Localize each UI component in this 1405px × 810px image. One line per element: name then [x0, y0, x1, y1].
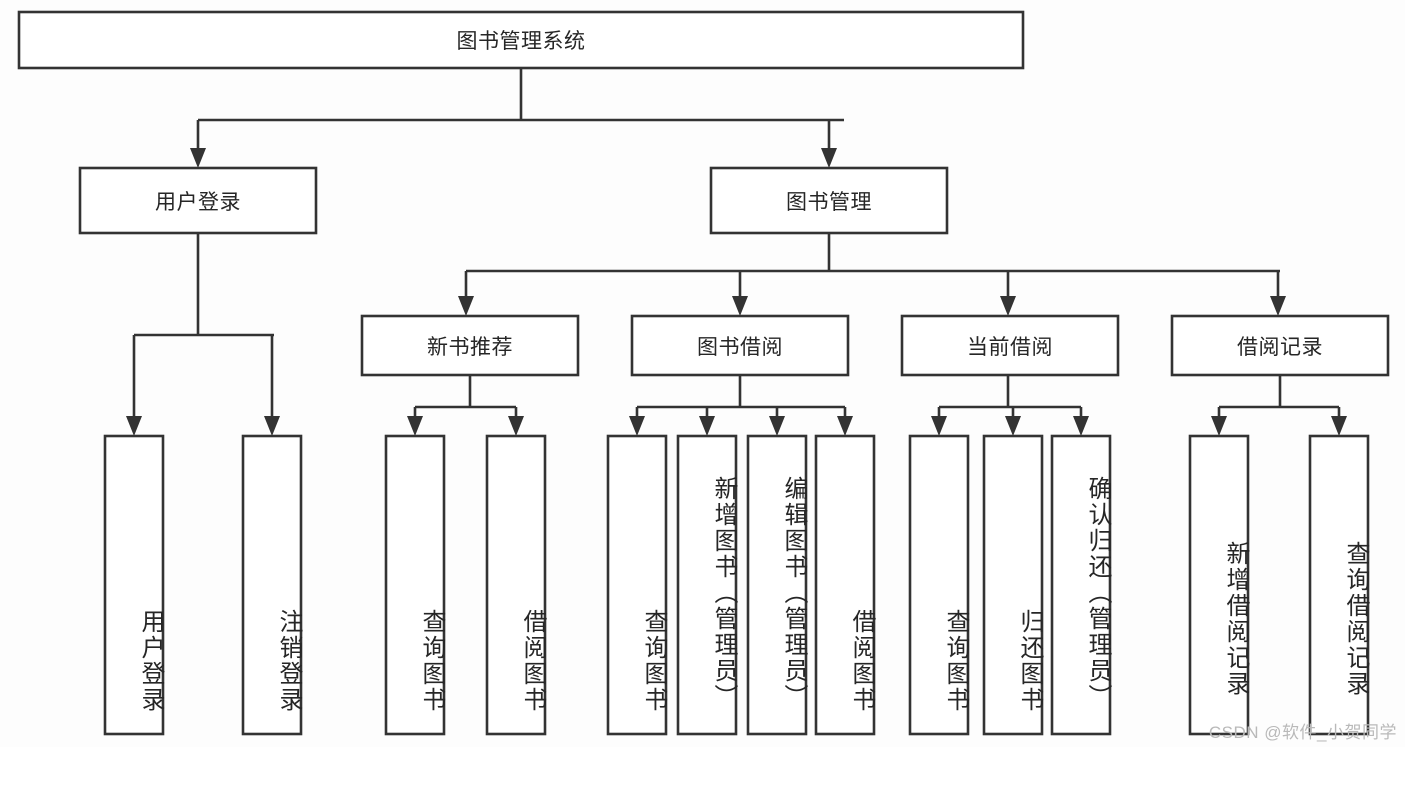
node-box-leaf-edit-book[interactable]	[746, 434, 808, 736]
node-box-new-book-recommend[interactable]	[360, 314, 580, 377]
node-box-leaf-query-record[interactable]	[1308, 434, 1370, 736]
node-box-leaf-return-book[interactable]	[982, 434, 1044, 736]
node-box-leaf-borrow-book-1[interactable]	[485, 434, 547, 736]
connector-bookborrow-to-leaves	[629, 375, 853, 436]
node-box-leaf-query-book-3[interactable]	[908, 434, 970, 736]
connector-userlogin-to-leaves	[126, 233, 280, 436]
connector-currentborrow-to-leaves	[931, 375, 1089, 436]
connector-root-to-level1	[190, 68, 844, 168]
connector-newbook-to-leaves	[407, 375, 524, 436]
node-box-leaf-confirm-return[interactable]	[1050, 434, 1112, 736]
node-box-root[interactable]	[17, 10, 1025, 70]
node-box-book-manage[interactable]	[709, 166, 949, 235]
node-box-leaf-add-record[interactable]	[1188, 434, 1250, 736]
node-box-leaf-borrow-book-2[interactable]	[814, 434, 876, 736]
connector-bookmanage-to-level2	[458, 233, 1286, 316]
node-box-leaf-add-book[interactable]	[676, 434, 738, 736]
diagram-canvas	[17, 10, 1390, 736]
org-chart-diagram: 图书管理系统 用户登录 图书管理 新书推荐 图书借阅 当前借阅 借阅记录 用户登…	[17, 10, 1397, 742]
node-box-user-login[interactable]	[78, 166, 318, 235]
node-box-leaf-query-book-1[interactable]	[384, 434, 446, 736]
node-box-leaf-logout[interactable]	[241, 434, 303, 736]
connector-borrowrecord-to-leaves	[1211, 375, 1347, 436]
node-box-leaf-user-login[interactable]	[103, 434, 165, 736]
node-box-leaf-query-book-2[interactable]	[606, 434, 668, 736]
node-box-book-borrow[interactable]	[630, 314, 850, 377]
node-box-borrow-record[interactable]	[1170, 314, 1390, 377]
node-box-current-borrow[interactable]	[900, 314, 1120, 377]
